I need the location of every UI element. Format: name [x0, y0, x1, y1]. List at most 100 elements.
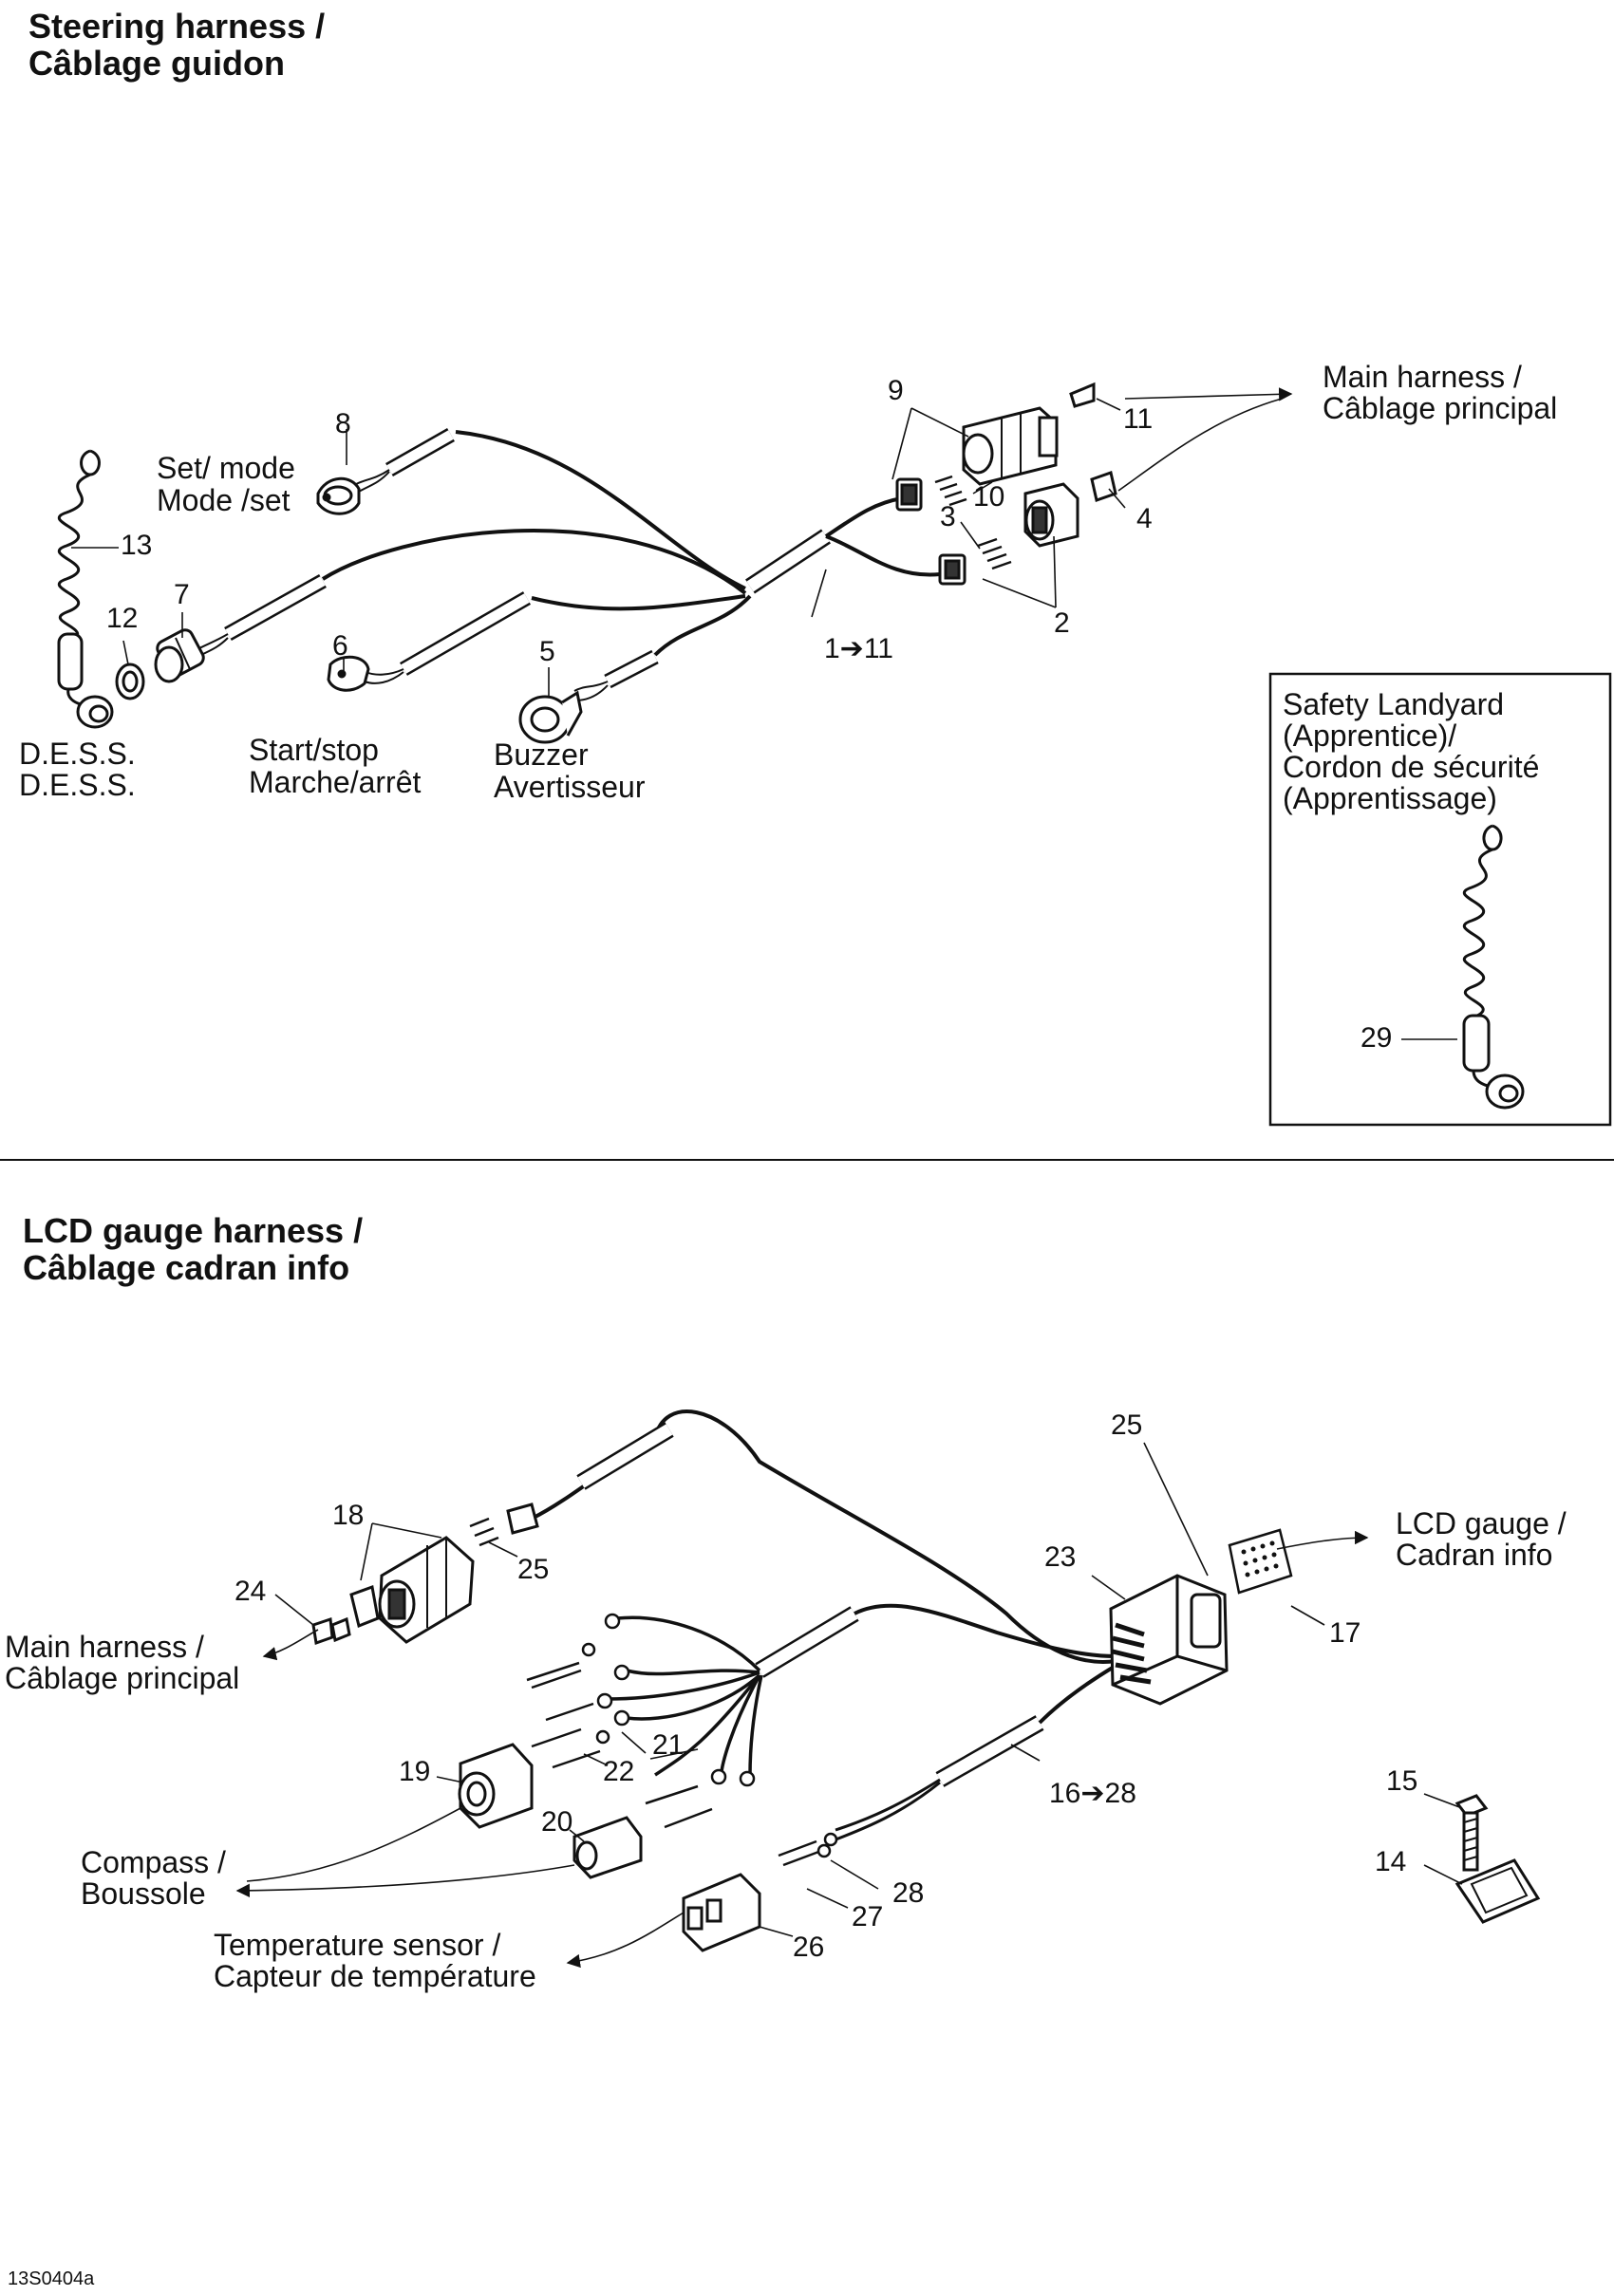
safety-landyard-box	[1268, 672, 1612, 1127]
connector-9-plug	[962, 406, 1059, 486]
part-number-27: 27	[852, 1901, 884, 1932]
part-number-24: 24	[235, 1576, 267, 1607]
middle-sheath	[755, 1606, 859, 1678]
safety-landyard-label-3: Cordon de sécurité	[1283, 750, 1540, 784]
main-harness-label-top-2: Câblage principal	[1323, 391, 1558, 425]
nut-12	[115, 663, 145, 700]
safety-landyard-label-1: Safety Landyard	[1283, 687, 1505, 721]
part-number-15: 15	[1386, 1765, 1418, 1797]
branch-wires	[607, 1615, 763, 1777]
part-number-6: 6	[332, 630, 348, 662]
lcd-gauge-label-2: Cadran info	[1396, 1538, 1553, 1572]
bottom-leader-lines	[235, 1442, 1463, 1969]
part-number-22: 22	[603, 1756, 635, 1787]
lcd-title-line-2: Câblage cadran info	[23, 1248, 350, 1287]
seals-28	[816, 1832, 838, 1858]
part-number-11: 11	[1123, 403, 1154, 435]
wedge-24	[311, 1616, 351, 1646]
buzzer-label-1: Buzzer	[494, 737, 589, 772]
set-mode-label-1: Set/ mode	[157, 451, 295, 485]
buzzer-sheath	[604, 649, 659, 689]
lcd-title-line-1: LCD gauge harness /	[23, 1211, 364, 1250]
part-number-26: 26	[793, 1932, 825, 1963]
wire-to-dess	[321, 529, 747, 595]
part-number-25-left: 25	[517, 1554, 550, 1585]
wire-to-connector-bottom	[825, 534, 941, 577]
base-14	[1454, 1858, 1541, 1924]
connector-2-plug	[1023, 482, 1079, 548]
connector-18	[378, 1536, 475, 1644]
lanyard-13	[57, 449, 114, 729]
compass-label-1: Compass /	[81, 1845, 226, 1879]
lcd-harness-drawing	[311, 1409, 1541, 1952]
part-number-4: 4	[1136, 503, 1153, 534]
part-number-2: 2	[1054, 607, 1070, 639]
terminals-22	[526, 1661, 713, 1829]
wire-to-start-stop	[531, 594, 746, 611]
part-number-20: 20	[541, 1806, 573, 1838]
dess-sheath	[224, 574, 327, 641]
part-number-23: 23	[1044, 1541, 1077, 1573]
wire-to-buzzer	[653, 594, 752, 657]
compass-connector-20	[572, 1816, 643, 1879]
part-number-21: 21	[652, 1729, 685, 1761]
main-harness-label-top-1: Main harness /	[1323, 360, 1522, 394]
temp-connector-26	[682, 1873, 761, 1952]
part-number-9: 9	[888, 375, 904, 406]
part-number-29: 29	[1361, 1022, 1393, 1054]
connector-9-receptacle	[895, 477, 923, 512]
seal-18	[349, 1584, 380, 1629]
wire-to-connector-top	[824, 496, 903, 538]
safety-landyard-label-4: (Apprentissage)	[1283, 781, 1497, 815]
dess-label-1: D.E.S.S.	[19, 737, 136, 771]
part-number-25-top: 25	[1111, 1409, 1143, 1441]
part-number-5: 5	[539, 636, 555, 667]
receptacle-25	[506, 1503, 539, 1535]
compass-label-2: Boussole	[81, 1876, 206, 1911]
lcd-gauge-label-1: LCD gauge /	[1396, 1506, 1567, 1540]
seals-21	[581, 1613, 756, 1787]
part-number-10: 10	[973, 481, 1005, 513]
start-stop-label-2: Marche/arrêt	[249, 765, 422, 799]
set-mode-label-2: Mode /set	[157, 483, 291, 517]
terminals-27	[778, 1839, 822, 1867]
buzzer-label-2: Avertisseur	[494, 770, 646, 804]
temp-sensor-label-2: Capteur de température	[214, 1959, 536, 1993]
connector-2-receptacle	[938, 553, 967, 586]
main-cable-sheath	[745, 529, 831, 594]
pins-3	[977, 537, 1012, 570]
compass-connector-19	[458, 1743, 534, 1829]
gauge-connector-23	[1109, 1574, 1229, 1706]
buzzer	[518, 690, 583, 744]
set-mode-sheath	[385, 428, 455, 476]
start-stop-label-1: Start/stop	[249, 733, 379, 767]
part-number-18: 18	[332, 1500, 365, 1531]
set-mode-switch	[316, 476, 361, 515]
wedge-4	[1090, 471, 1117, 502]
part-number-16-28: 16➔28	[1049, 1778, 1136, 1809]
gauge-plug-17	[1228, 1528, 1293, 1595]
pins-10	[934, 475, 967, 507]
main-harness-label-bottom-1: Main harness /	[5, 1630, 204, 1664]
steering-harness-drawing	[57, 382, 1117, 744]
figure-code: 13S0404a	[8, 2268, 95, 2289]
top-leader-lines	[71, 387, 1293, 696]
pins-25	[469, 1517, 499, 1547]
part-number-14: 14	[1375, 1846, 1407, 1877]
screw-15	[1454, 1794, 1489, 1872]
part-number-7: 7	[174, 579, 190, 610]
lower-sheath	[935, 1715, 1044, 1787]
part-number-19: 19	[399, 1756, 431, 1787]
dess-post	[154, 628, 205, 683]
part-number-1-11: 1➔11	[824, 633, 893, 664]
main-harness-label-bottom-2: Câblage principal	[5, 1661, 240, 1695]
wedge-11	[1069, 382, 1096, 408]
part-number-3: 3	[940, 501, 956, 532]
start-stop-sheath	[400, 591, 531, 676]
steering-title-line-1: Steering harness /	[28, 7, 326, 46]
steering-title-line-2: Câblage guidon	[28, 44, 285, 83]
dess-label-2: D.E.S.S.	[19, 768, 136, 802]
part-number-28: 28	[892, 1877, 925, 1909]
part-number-17: 17	[1329, 1617, 1361, 1649]
part-number-8: 8	[335, 408, 351, 439]
